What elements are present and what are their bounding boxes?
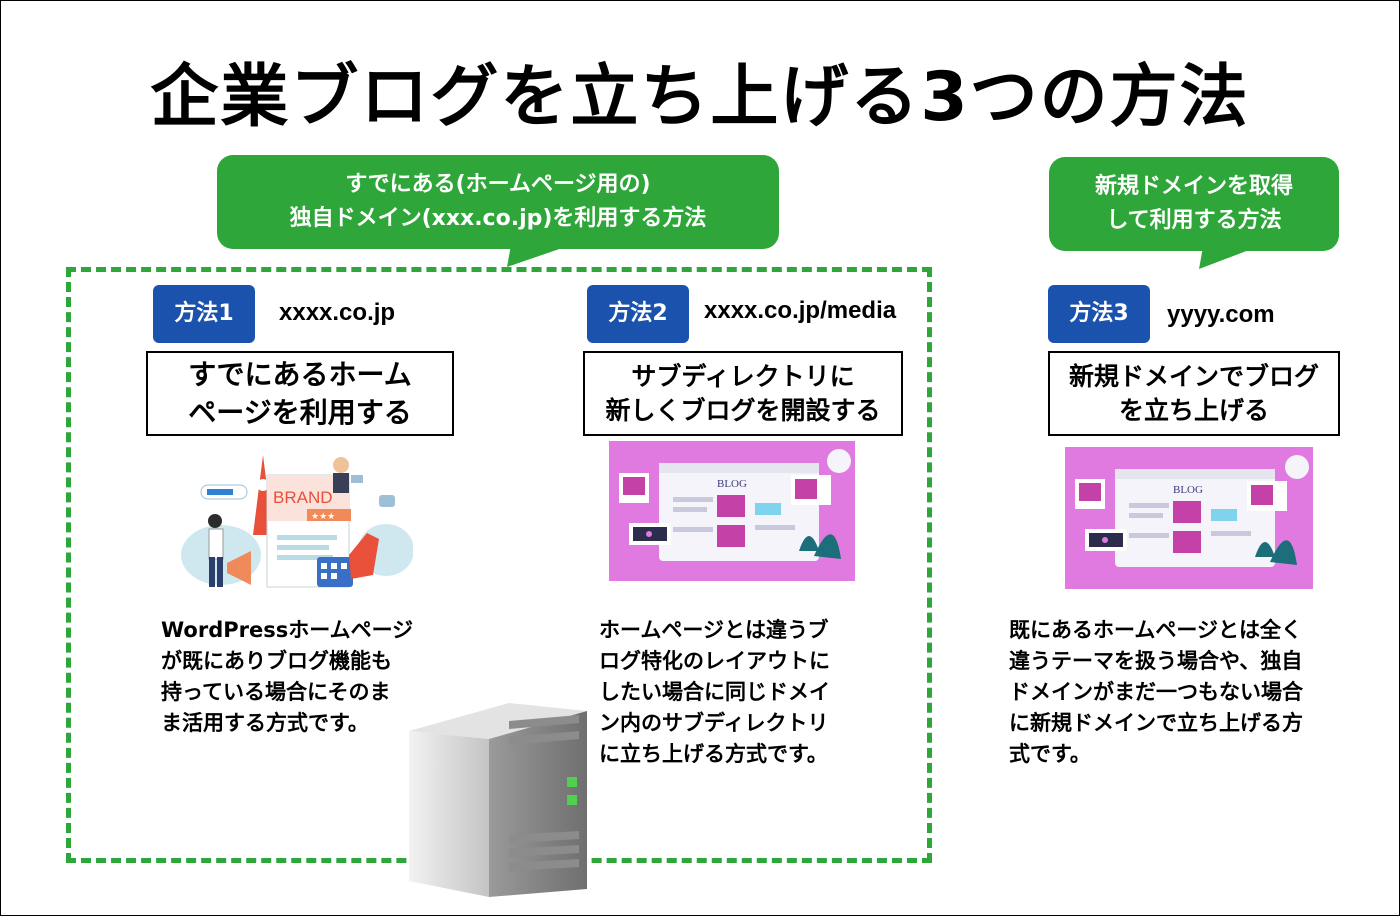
box-line: を立ち上げる: [1118, 395, 1269, 425]
box-line: ページを利用する: [188, 395, 412, 429]
desc-line: 既にあるホームページとは全く: [1009, 618, 1302, 642]
brand-marketing-illustration: BRAND ★★★: [181, 455, 413, 588]
desc-line: に立ち上げる方式です。: [599, 742, 828, 766]
method-3-url: yyyy.com: [1167, 301, 1275, 328]
desc-line: 持っている場合にそのま: [161, 680, 391, 704]
method-2-url: xxxx.co.jp/media: [704, 297, 897, 324]
desc-line: ドメインがまだ一つもない場合: [1009, 680, 1303, 704]
method-2-badge: 方法2: [587, 285, 689, 343]
desc-line: 違うテーマを扱う場合や、独自: [1009, 649, 1303, 673]
bubble-line-1: 新規ドメインを取得: [1094, 174, 1293, 199]
brand-text: BRAND: [273, 488, 333, 507]
box-line: すでにあるホーム: [188, 357, 412, 391]
method-3-description: 既にあるホームページとは全く 違うテーマを扱う場合や、独自 ドメインがまだ一つも…: [1009, 615, 1303, 770]
box-line: 新規ドメインでブログ: [1068, 361, 1319, 391]
method-1-url: xxxx.co.jp: [279, 299, 396, 326]
blog-layout-illustration: BLOG: [1065, 447, 1313, 589]
method-2-title-box: サブディレクトリに 新しくブログを開設する: [583, 351, 903, 436]
box-line: サブディレクトリに: [631, 361, 855, 391]
desc-line: に新規ドメインで立ち上げる方: [1009, 711, 1303, 735]
blog-layout-illustration: BLOG: [609, 441, 855, 581]
desc-line: 式です。: [1009, 742, 1091, 766]
desc-line: ま活用する方式です。: [161, 711, 369, 735]
box-line: 新しくブログを開設する: [605, 395, 881, 425]
blog-text: BLOG: [1173, 484, 1203, 496]
desc-line: ホームページとは違うブ: [599, 618, 829, 642]
method-1-description: WordPressホームページ が既にありブログ機能も 持っている場合にそのま …: [161, 615, 413, 739]
bubble-line-2: して利用する方法: [1106, 208, 1282, 233]
svg-text:★★★: ★★★: [311, 512, 335, 522]
bubble-line-2: 独自ドメイン(xxx.co.jp)を利用する方法: [289, 206, 707, 231]
desc-line: が既にありブログ機能も: [161, 649, 392, 673]
speech-bubble-tail: [507, 245, 571, 267]
method-1-title-box: すでにあるホーム ページを利用する: [146, 351, 454, 436]
method-1-badge: 方法1: [153, 285, 255, 343]
desc-line: したい場合に同じドメイ: [599, 680, 830, 704]
method-3-title-box: 新規ドメインでブログ を立ち上げる: [1048, 351, 1340, 436]
desc-line: ン内のサブディレクトリ: [599, 711, 829, 735]
method-2-description: ホームページとは違うブ ログ特化のレイアウトに したい場合に同じドメイ ン内のサ…: [599, 615, 830, 770]
page-title: 企業ブログを立ち上げる3つの方法: [150, 58, 1250, 137]
speech-bubble-new-domain: 新規ドメインを取得 して利用する方法: [1049, 157, 1339, 251]
blog-text: BLOG: [717, 478, 747, 490]
method-3-badge: 方法3: [1048, 285, 1150, 343]
server-icon: [409, 703, 587, 897]
desc-line: ログ特化のレイアウトに: [599, 649, 830, 673]
speech-bubble-existing-domain: すでにある(ホームページ用の) 独自ドメイン(xxx.co.jp)を利用する方法: [217, 155, 779, 249]
desc-line: WordPressホームページ: [161, 618, 414, 642]
bubble-line-1: すでにある(ホームページ用の): [345, 172, 651, 197]
speech-bubble-tail: [1199, 247, 1257, 269]
